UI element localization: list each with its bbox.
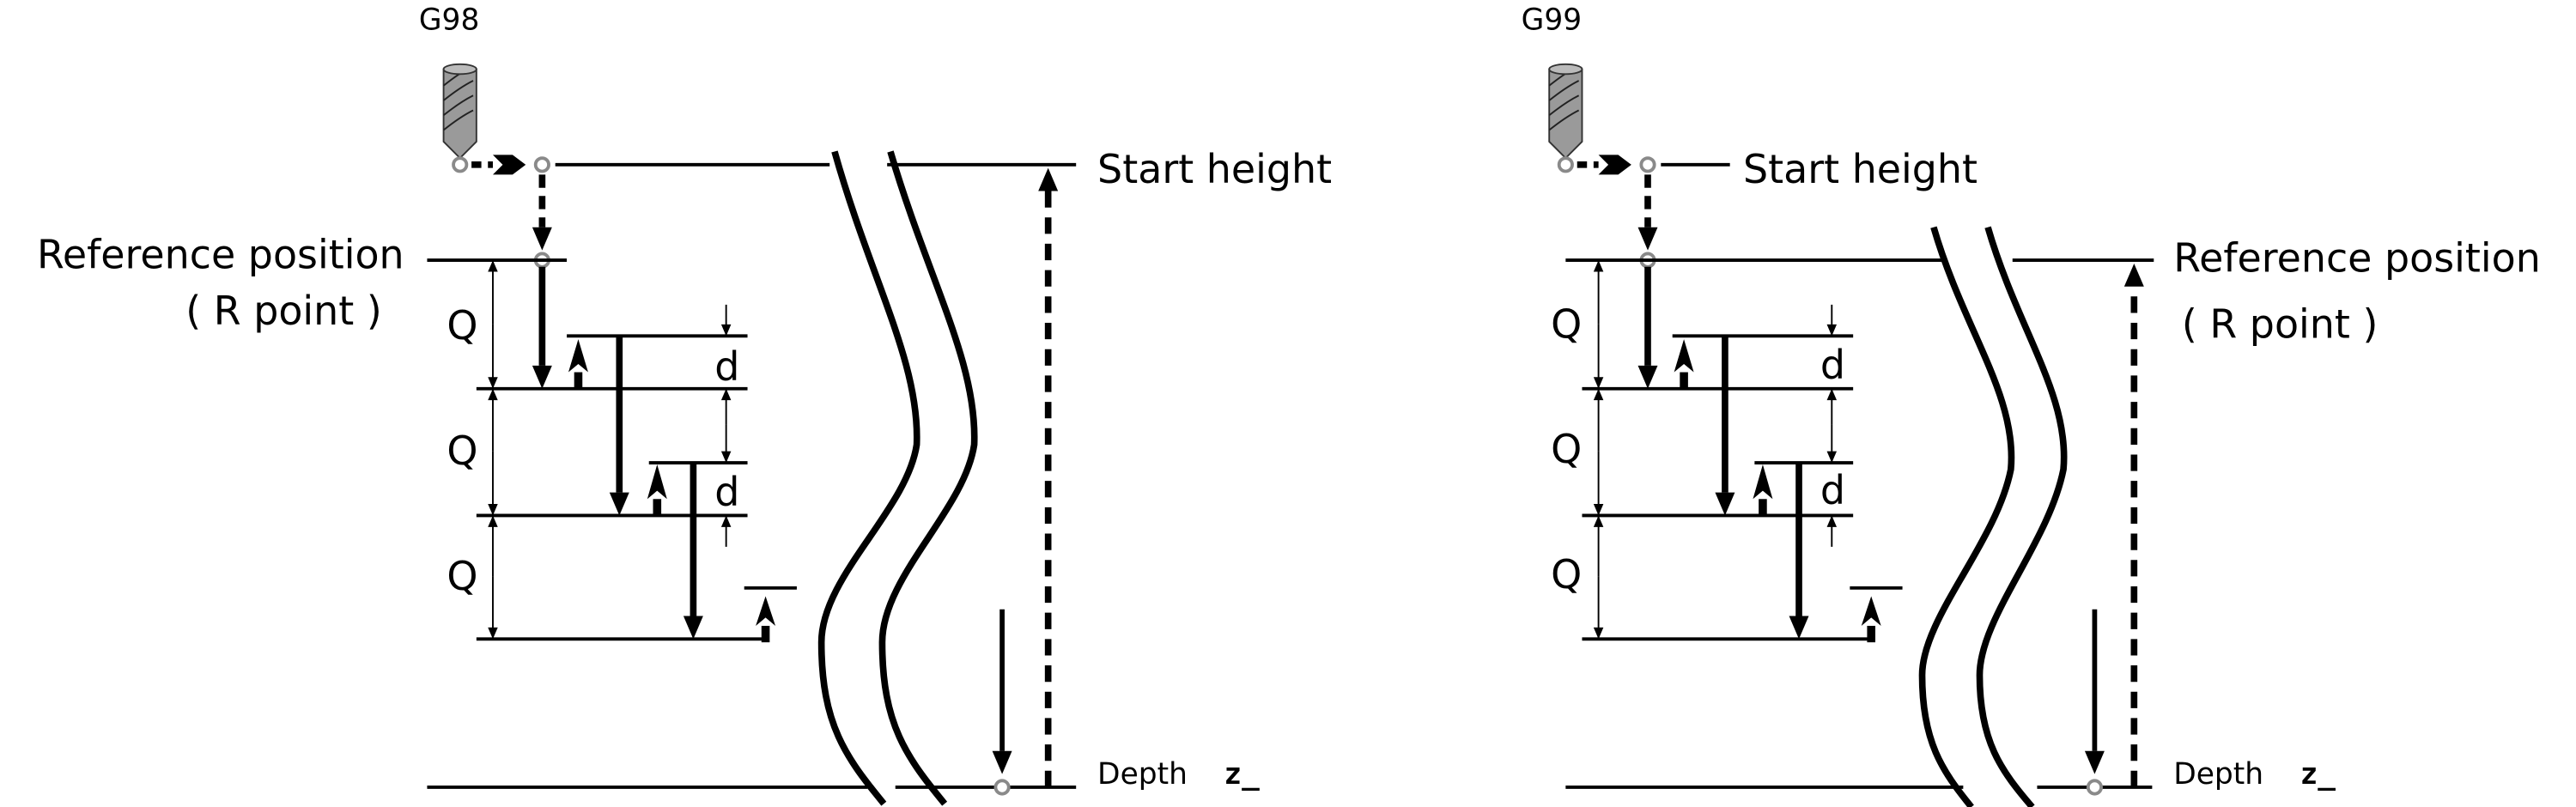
retract-arrow-stem xyxy=(1867,625,1875,643)
d-dimension-head xyxy=(720,324,732,337)
feed-arrow-head xyxy=(683,616,703,640)
retract-arrow-stem xyxy=(1680,372,1688,389)
end-mill-tool-icon xyxy=(442,63,477,160)
q-dimension-head xyxy=(1593,515,1604,527)
reference-position-label: Reference position xyxy=(37,232,404,278)
final-feed-arrow-head xyxy=(2084,750,2105,774)
q-label: Q xyxy=(1551,426,1582,472)
position-point xyxy=(533,156,550,173)
d-dimension-head xyxy=(720,451,732,464)
rapid-return-arrow-head xyxy=(1038,167,1059,191)
q-dimension-head xyxy=(1593,504,1604,516)
depth-label: Depth xyxy=(2173,757,2263,792)
retract-arrow-icon xyxy=(756,596,776,626)
rapid-down-arrow-head xyxy=(1637,227,1658,251)
final-feed-arrow-head xyxy=(992,750,1012,774)
retract-arrow-stem xyxy=(1759,499,1767,516)
rapid-arrow-icon xyxy=(1598,155,1631,175)
depth-variable: z_ xyxy=(1224,757,1260,792)
break-line xyxy=(1918,226,2015,807)
position-point xyxy=(993,779,1011,796)
d-label: d xyxy=(714,469,739,515)
q-label: Q xyxy=(1551,300,1582,347)
q-label: Q xyxy=(447,302,477,349)
d-dimension-head xyxy=(1826,515,1838,527)
d-dimension-head xyxy=(1826,324,1838,337)
feed-arrow-head xyxy=(1789,616,1809,640)
mode-label: G98 xyxy=(419,3,479,37)
q-dimension-head xyxy=(488,260,498,272)
retract-arrow-icon xyxy=(568,339,588,373)
d-dimension-head xyxy=(1826,388,1838,401)
retract-arrow-stem xyxy=(574,372,583,389)
q-dimension-head xyxy=(1593,627,1604,640)
feed-arrow-head xyxy=(609,492,629,516)
position-point xyxy=(1557,156,1574,173)
q-dimension-head xyxy=(488,504,498,516)
break-line xyxy=(878,150,978,806)
panel-g98: G98 Start height Reference position ( R … xyxy=(37,3,1332,792)
depth-label: Depth xyxy=(1097,757,1188,792)
break-line xyxy=(1976,226,2068,807)
q-dimension-head xyxy=(488,515,498,527)
q-dimension-head xyxy=(1593,260,1604,272)
d-dimension-head xyxy=(720,388,732,401)
rapid-arrow-icon xyxy=(492,155,526,175)
panel-g99: G99 Start height Reference position ( R … xyxy=(1522,3,2541,792)
feed-arrow-head xyxy=(1715,492,1735,516)
diagram-geometry xyxy=(427,63,2154,807)
d-label: d xyxy=(714,343,739,390)
q-dimension-head xyxy=(1593,388,1604,401)
feed-arrow-head xyxy=(532,365,552,389)
q-dimension-head xyxy=(1593,377,1604,389)
d-dimension-head xyxy=(1826,451,1838,464)
reference-position-label: Reference position xyxy=(2173,234,2541,281)
q-dimension-head xyxy=(488,627,498,640)
q-label: Q xyxy=(1551,551,1582,598)
mode-label: G99 xyxy=(1522,3,1582,37)
position-point xyxy=(452,156,469,173)
retract-arrow-icon xyxy=(1753,464,1773,500)
position-point xyxy=(1639,156,1656,173)
r-point-label: ( R point ) xyxy=(185,288,382,334)
depth-variable: z_ xyxy=(2300,757,2336,792)
break-line xyxy=(817,150,920,806)
end-mill-tool-icon xyxy=(1548,63,1583,160)
d-label: d xyxy=(1820,467,1845,513)
feed-arrow-head xyxy=(1637,365,1658,389)
q-dimension-head xyxy=(488,377,498,389)
r-point-label: ( R point ) xyxy=(2182,300,2379,347)
retract-arrow-icon xyxy=(647,464,667,500)
retract-arrow-icon xyxy=(1861,596,1881,626)
position-point xyxy=(2086,779,2103,796)
retract-arrow-stem xyxy=(653,499,662,516)
start-height-label: Start height xyxy=(1097,146,1332,192)
start-height-label: Start height xyxy=(1743,146,1978,192)
d-dimension-head xyxy=(720,515,732,527)
rapid-return-arrow-head xyxy=(2123,263,2144,287)
q-label: Q xyxy=(447,428,477,474)
q-label: Q xyxy=(447,553,477,599)
q-dimension-head xyxy=(488,388,498,401)
d-label: d xyxy=(1820,342,1845,388)
retract-arrow-icon xyxy=(1674,339,1694,373)
retract-arrow-stem xyxy=(761,625,770,643)
rapid-down-arrow-head xyxy=(532,227,552,251)
